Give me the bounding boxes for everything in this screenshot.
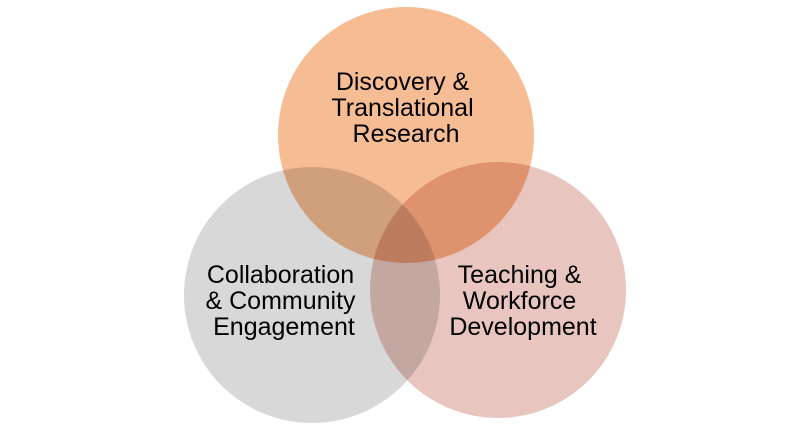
label-line: & Community <box>206 287 357 315</box>
label-line: Translational <box>331 94 473 122</box>
circle-teaching-workforce <box>370 162 626 418</box>
label-teaching-workforce: Teaching & Workforce Development <box>449 261 596 341</box>
label-line: Workforce <box>463 287 576 315</box>
label-line: Development <box>449 313 596 341</box>
label-line: Research <box>353 120 460 148</box>
label-line: Teaching & <box>458 261 582 289</box>
label-discovery-research: Discovery & Translational Research <box>331 68 480 148</box>
label-line: Engagement <box>213 313 355 341</box>
label-line: Collaboration <box>207 261 354 289</box>
circle-collaboration-engagement <box>184 167 440 423</box>
label-line: Discovery & <box>336 68 470 96</box>
label-collaboration-engagement: Collaboration & Community Engagement <box>206 261 363 341</box>
